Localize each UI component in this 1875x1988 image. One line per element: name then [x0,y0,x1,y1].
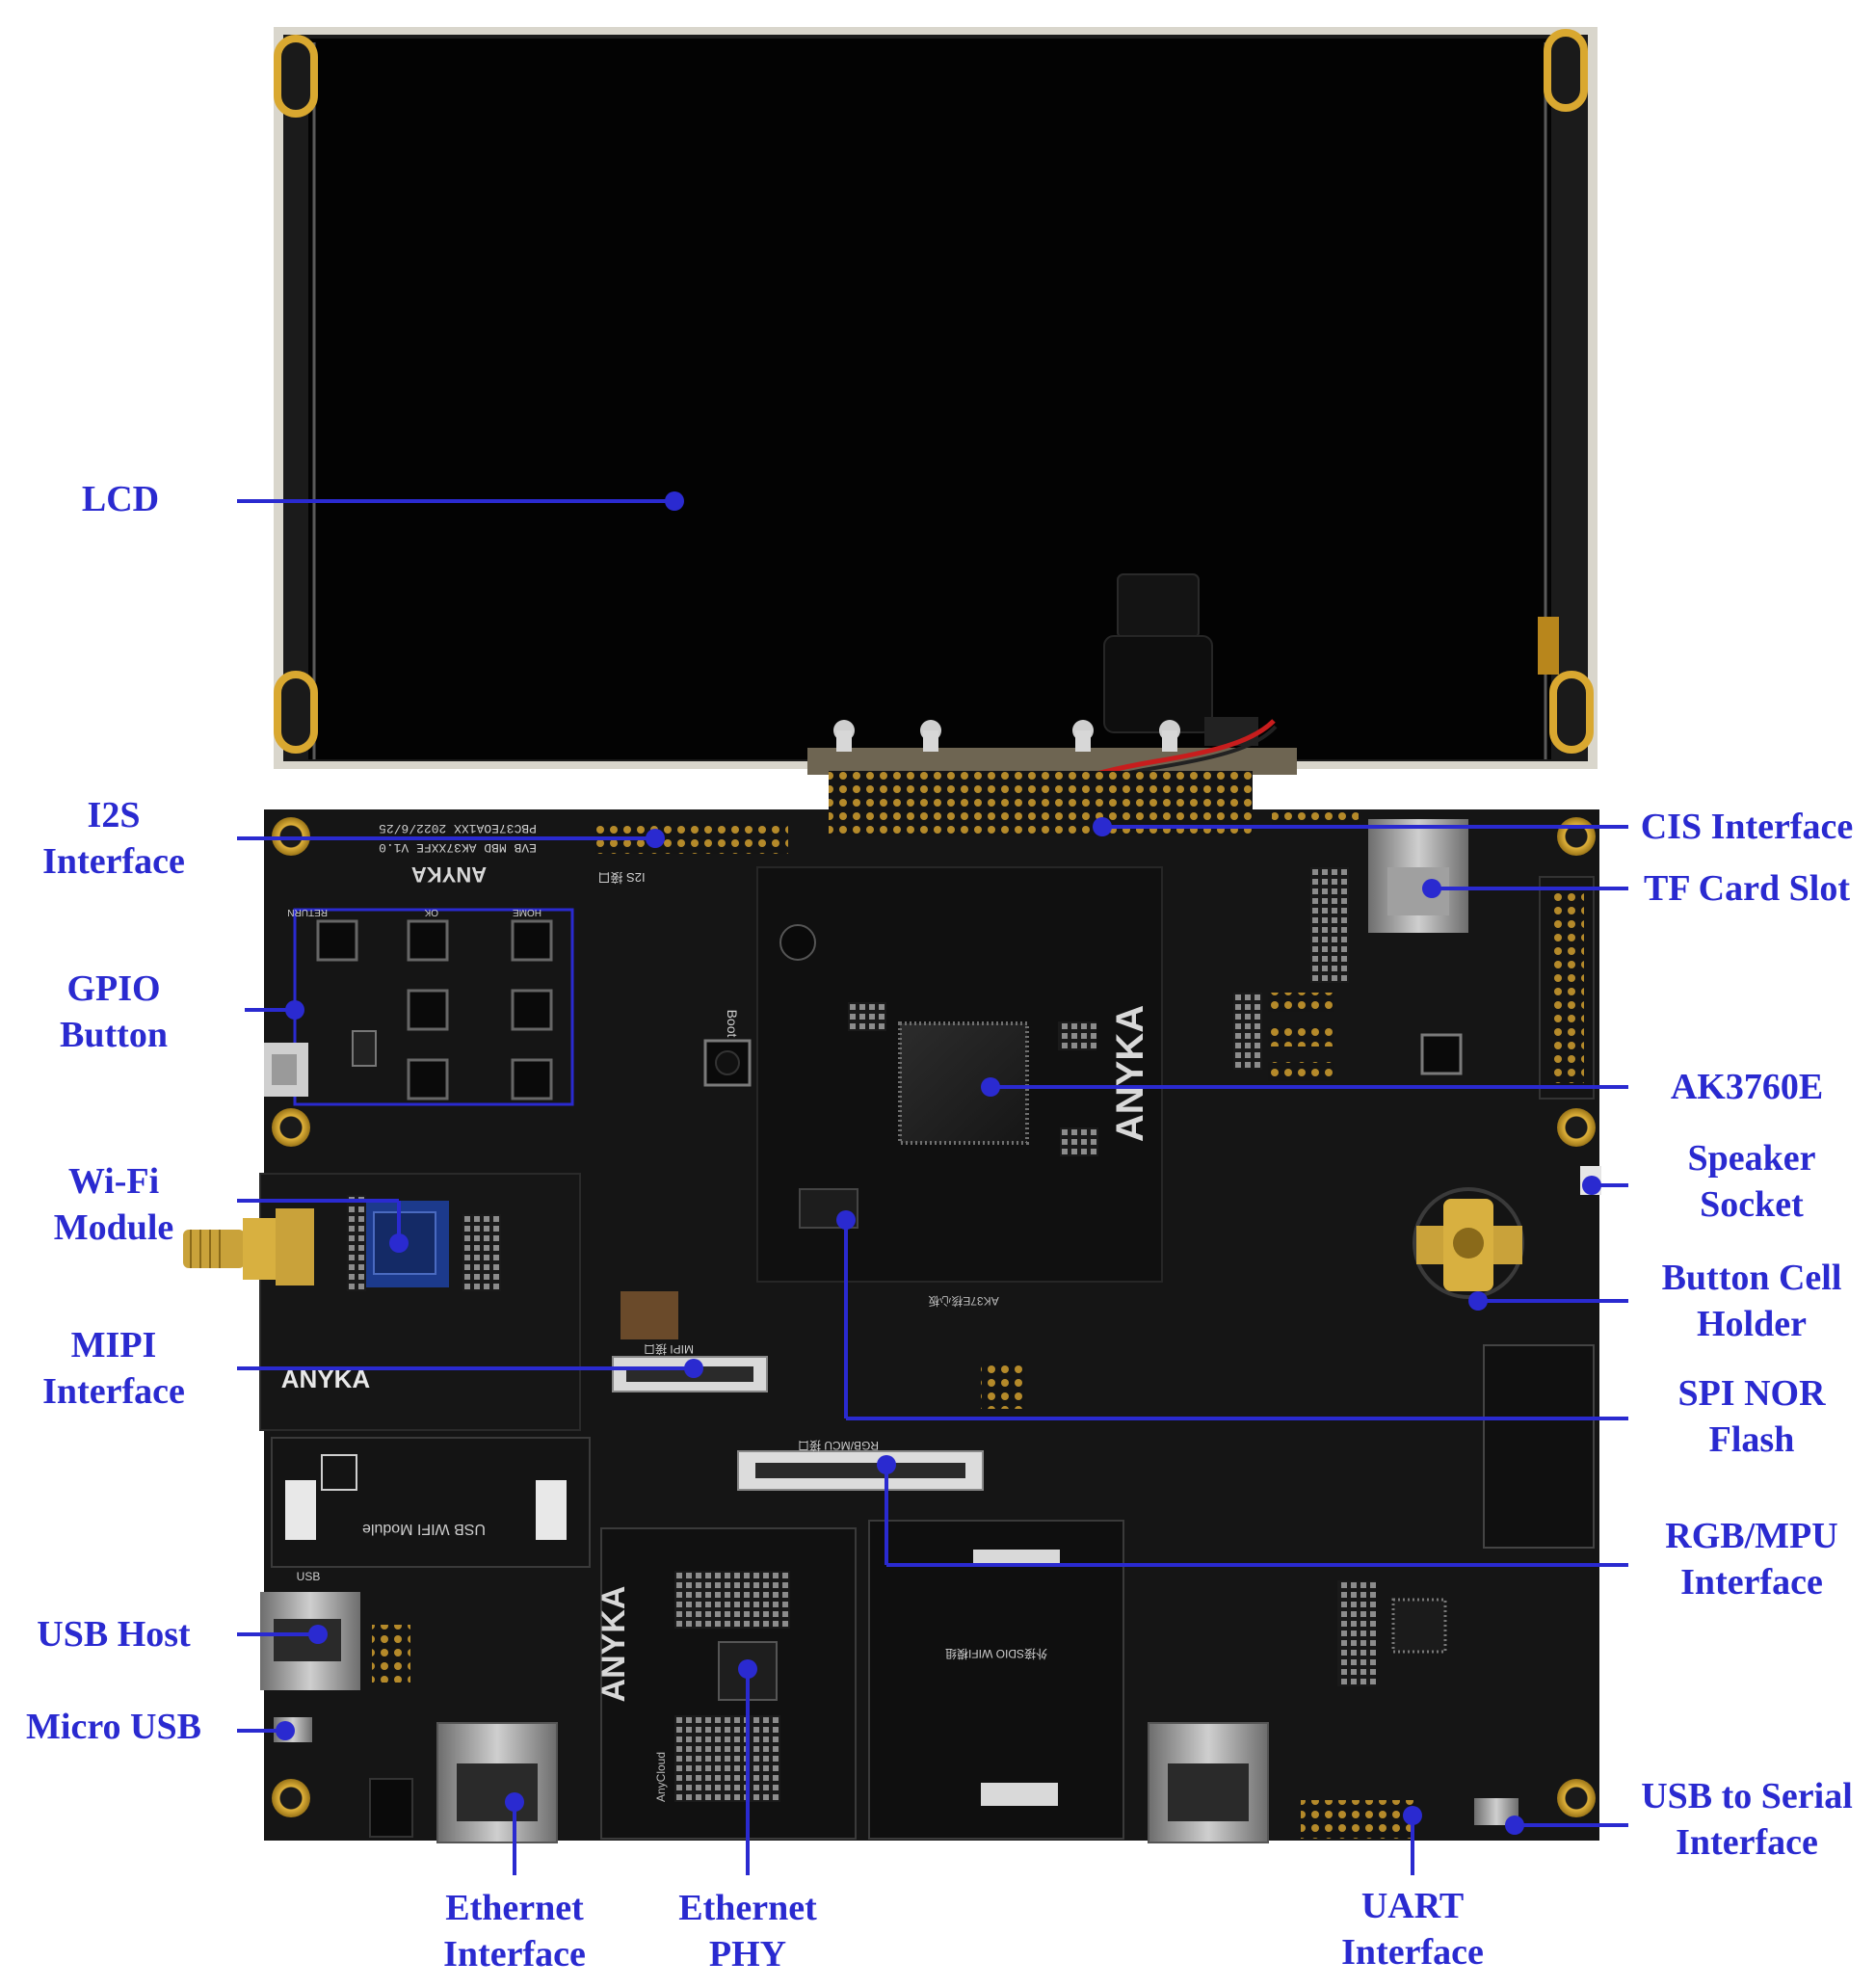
antenna-connector [183,1208,314,1286]
mount-hole [272,1779,310,1817]
gpio-header [1268,1027,1334,1047]
label-spi-nor-flash: SPI NOR Flash [1677,1373,1826,1460]
callout-dots [276,491,1601,1835]
silk-eth-brand: ANYKA [595,1586,632,1703]
label-usb-to-serial: USB to Serial Interface [1641,1776,1853,1863]
silk-i2s: I2S 接口 [597,870,645,885]
silk-usb-wifi: USB WIFI Module [362,1521,486,1537]
silk-mipi: MIPI 接口 [644,1342,694,1357]
gpio-key-button[interactable] [511,989,553,1031]
label-ak3760e: AK3760E [1670,1067,1824,1107]
label-button-cell-holder: Button Cell Holder [1661,1258,1842,1344]
gpio-header [1268,1062,1334,1081]
gpio-key-button[interactable] [316,919,358,962]
silk-board-id: EVB MBD AK37XXFE V1.0 [379,840,537,855]
callout-dot [1093,817,1112,836]
callout-dot [308,1625,328,1644]
callout-dot [285,1000,304,1020]
callout-dot [1468,1291,1488,1311]
callout-dot [665,491,684,511]
usb-serial-chip [1391,1598,1447,1654]
silk-core-board: AK37E核心板 [928,1294,998,1308]
silk-eth-sub: AnyCloud [654,1752,668,1802]
lcd-mount-slot [274,671,318,754]
label-micro-usb: Micro USB [26,1707,201,1747]
label-lcd: LCD [81,479,160,519]
callout-dot [389,1233,409,1253]
dc-jack [369,1778,413,1838]
ethernet-port-right[interactable] [1148,1722,1269,1843]
gpio-key-button[interactable] [511,919,553,962]
label-ethernet-phy: Ethernet PHY [678,1888,817,1975]
silk-sdio: 外接SDIO WIFI模组 [945,1647,1047,1661]
reserved-area [1483,1344,1595,1549]
gpio-key-button[interactable] [407,919,449,962]
uart-header [1301,1800,1416,1839]
ak3760e-chip [898,1021,1029,1145]
lcd-mount-slot [274,35,318,118]
callout-dot [1422,879,1441,898]
silk-brand: ANYKA [411,862,487,887]
label-tf-card-slot: TF Card Slot [1644,868,1850,909]
mount-hole [272,1108,310,1147]
label-cis-interface: CIS Interface [1640,807,1854,847]
callout-dot [1582,1176,1601,1195]
callout-dot [877,1455,896,1474]
lcd-mount-slot [1544,29,1588,112]
label-rgb-mpu-interface: RGB/MPU Interface [1665,1516,1838,1603]
main-board: PBC37EOA1XX 2022/6/25 EVB MBD AK37XXFE V… [183,771,1601,1843]
label-wifi-module: Wi-Fi Module [53,1161,174,1248]
silk-boot: Boot [725,1010,740,1038]
silk-gpio-key: OK [424,907,438,917]
label-speaker-socket: Speaker Socket [1687,1138,1816,1225]
callout-lines [237,499,1628,1875]
lcd-module [274,27,1598,848]
callout-dot [1403,1806,1422,1825]
mount-hole [1557,817,1596,856]
gpio-header [1268,993,1334,1012]
silk-rgb: RGB/MCU 接口 [798,1439,879,1453]
silk-gpio-key: HOME [513,907,541,917]
label-ethernet-interface: Ethernet Interface [443,1888,586,1975]
callout-dot [646,829,665,848]
silk-board-date: PBC37EOA1XX 2022/6/25 [379,821,537,835]
label-usb-host: USB Host [37,1614,191,1655]
mount-hole [1557,1108,1596,1147]
camera-board [807,748,1297,775]
camera-lens [1117,573,1200,639]
gpio-key-button[interactable] [407,989,449,1031]
gpio-buttons [316,919,553,1100]
callout-dot [684,1359,703,1378]
ethernet-port-left[interactable] [436,1722,558,1843]
callout-dot [981,1077,1000,1097]
callout-dot [276,1721,295,1740]
silk-gpio-key: RETURN [287,907,328,917]
callout-dot [505,1792,524,1812]
lcd-panel [308,39,1551,759]
gpio-key-button[interactable] [407,1058,449,1100]
reset-button[interactable] [1420,1033,1463,1075]
silk-core-brand: ANYKA [1109,1005,1151,1142]
label-mipi-interface: MIPI Interface [42,1325,185,1412]
label-uart-interface: UART Interface [1341,1886,1484,1973]
gpio-key-button[interactable] [511,1058,553,1100]
lcd-mount-slot [1549,671,1594,754]
callout-dot [836,1210,856,1230]
label-i2s-interface: I2S Interface [42,795,185,882]
callout-dot [738,1659,757,1679]
silk-usb: USB [297,1570,321,1583]
callout-dot [1505,1816,1524,1835]
mount-hole [1557,1779,1596,1817]
label-gpio-button: GPIO Button [60,968,168,1055]
